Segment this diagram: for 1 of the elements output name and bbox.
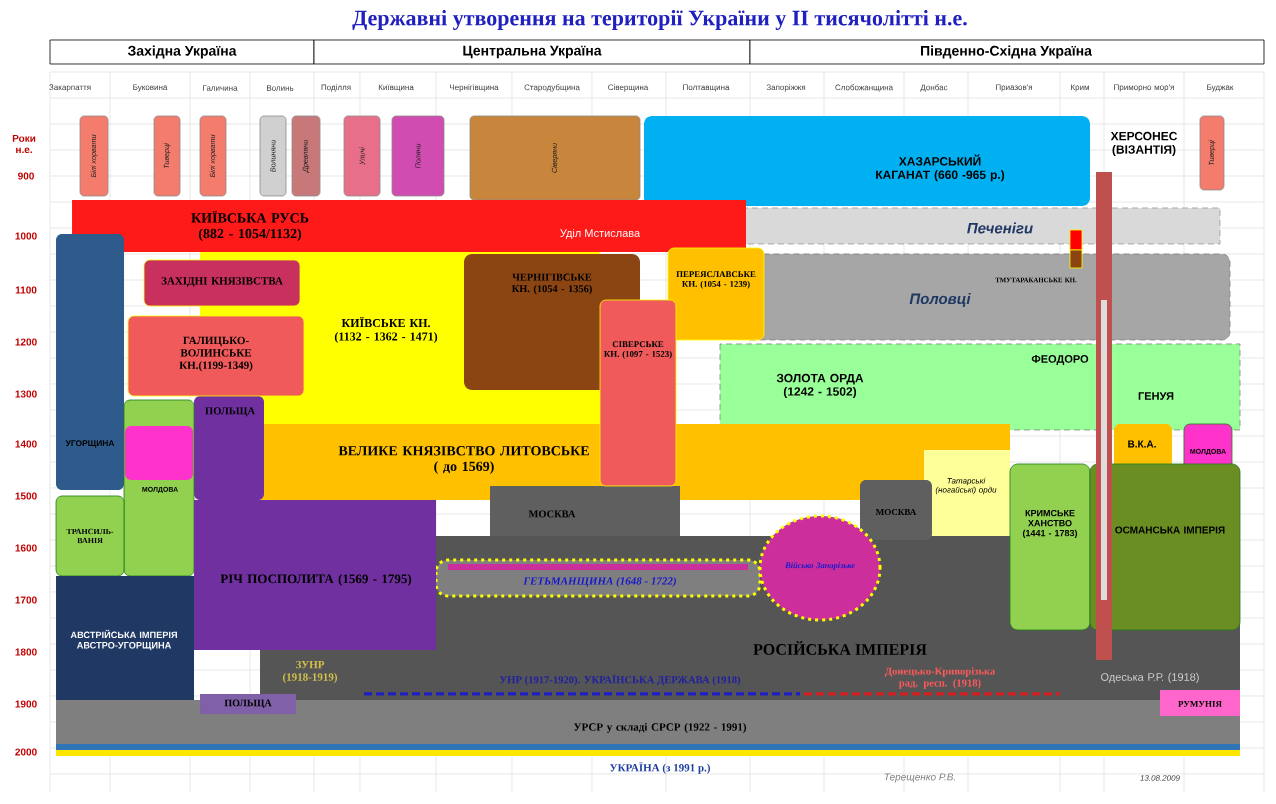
title: Державні утворення на території України у ІІ тисячолітті н.е.: [352, 10, 967, 30]
